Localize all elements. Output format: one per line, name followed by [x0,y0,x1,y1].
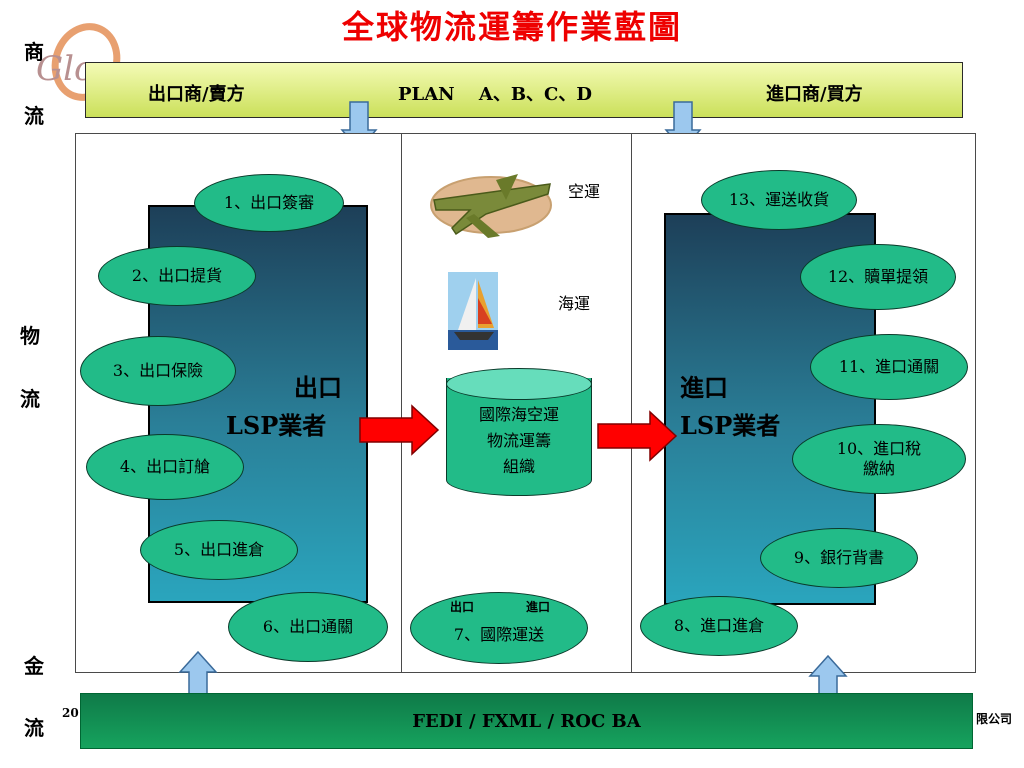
center-org-cylinder-top [446,368,592,400]
page-title: 全球物流運籌作業藍圖 [341,8,682,46]
top-bar-exporter: 出口商/賣方 [148,84,245,105]
footer-fragment-right: 限公司 [976,712,1013,726]
import-step-13: 13、運送收貨 [701,170,857,230]
international-transport-import: 進口 [526,600,551,614]
divider-left [401,133,402,673]
air-transport-label: 空運 [568,182,601,201]
bottom-bar-label: FEDI / FXML / ROC BA [412,710,641,732]
export-step-4: 4、出口訂艙 [86,434,244,500]
import-step-9: 9、銀行背書 [760,528,918,588]
import-step-10: 10、進口稅繳納 [792,424,966,494]
center-org-line-1: 國際海空運 [478,405,559,424]
center-org-text: 國際海空運 物流運籌 組織 [446,402,592,480]
export-step-5: 5、出口進倉 [140,520,298,580]
side-label-commerce-1: 商 [24,40,44,64]
logo-text: Glo [36,49,95,89]
international-transport-export: 出口 [450,600,475,614]
footer-fragment-left: 20 [62,706,79,720]
sea-transport-label: 海運 [558,294,591,313]
red-arrow-right-icon [597,410,678,462]
import-lsp-label-1: 進口 [680,373,728,402]
side-label-finance-1: 金 [24,654,44,678]
top-bar-plan: PLAN A、B、C、D [398,84,592,105]
top-bar: 出口商/賣方 PLAN A、B、C、D 進口商/買方 [85,62,963,118]
export-step-6: 6、出口通關 [228,592,388,662]
import-step-12: 12、贖單提領 [800,244,956,310]
side-label-logistics-1: 物 [20,324,40,348]
export-step-1: 1、出口簽審 [194,174,344,232]
center-org-line-3: 組織 [502,457,535,476]
export-lsp-label-2: LSP業者 [226,411,327,440]
international-transport-label: 7、國際運送 [453,625,545,644]
export-lsp-label-1: 出口 [294,373,342,402]
red-arrow-left-icon [359,404,440,456]
side-label-finance-2: 流 [24,716,44,740]
side-label-logistics-2: 流 [20,387,40,411]
center-org-line-2: 物流運籌 [486,431,551,450]
bottom-bar: FEDI / FXML / ROC BA [80,693,973,749]
export-step-2: 2、出口提貨 [98,246,256,306]
export-step-3: 3、出口保險 [80,336,236,406]
import-step-8: 8、進口進倉 [640,596,798,656]
international-transport-step: 7、國際運送 [410,592,588,664]
import-lsp-label-2: LSP業者 [680,411,781,440]
divider-right [631,133,632,673]
side-label-commerce-2: 流 [24,104,44,128]
airplane-icon [430,174,552,238]
import-step-11: 11、進口通關 [810,334,968,400]
top-bar-importer: 進口商/買方 [766,84,863,105]
sailboat-icon [448,272,498,350]
